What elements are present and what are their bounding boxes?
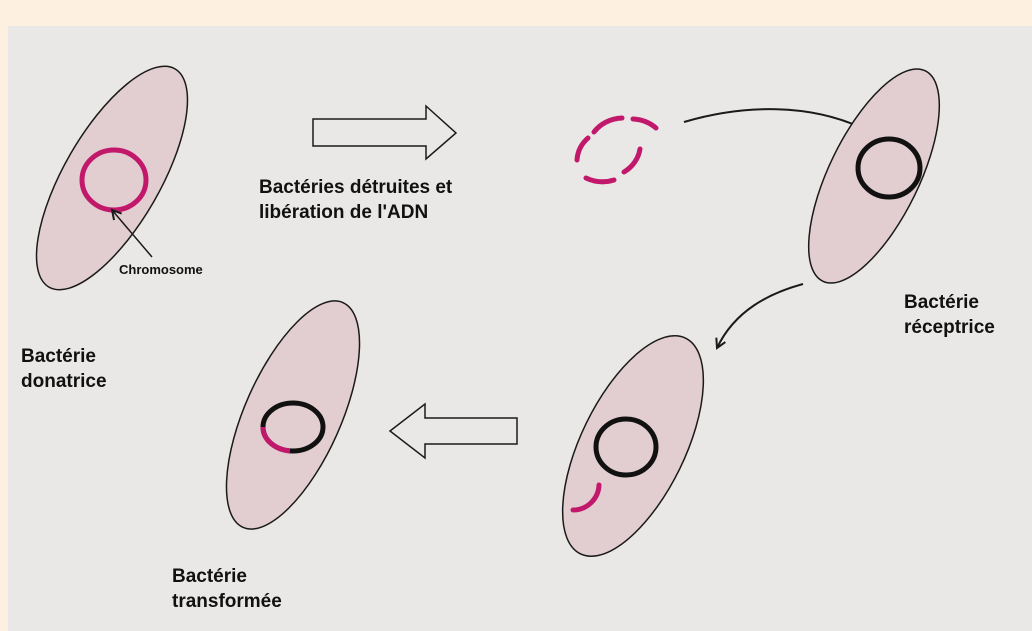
recipient-cell: [782, 51, 965, 301]
dna-fragment-4: [586, 178, 614, 182]
transformed-label-line2: transformée: [172, 589, 282, 614]
chromosome-label: Chromosome: [119, 262, 203, 278]
transformed-label-line1: Bactérie: [172, 564, 247, 589]
integration-cell: [534, 315, 733, 576]
recipient-label-line1: Bactérie: [904, 290, 979, 315]
donor-label-line2: donatrice: [21, 369, 107, 394]
result-block-arrow: [390, 404, 517, 458]
dna-fragment-3: [577, 138, 588, 160]
donor-label-line1: Bactérie: [21, 344, 96, 369]
integration-bacterium: [534, 315, 733, 576]
recipient-label-line2: réceptrice: [904, 315, 995, 340]
dna-fragment-1: [594, 118, 622, 132]
process-caption-line1: Bactéries détruites et: [259, 175, 452, 200]
process-caption-line2: libération de l'ADN: [259, 200, 428, 225]
recipient-bacterium: [782, 51, 965, 301]
dna-fragment-5: [624, 149, 640, 172]
transformed-cell: [199, 283, 387, 547]
transformed-bacterium: [199, 283, 387, 547]
process-block-arrow: [313, 106, 456, 159]
uptake-curved-arrow: [684, 109, 862, 128]
integration-curved-arrow: [717, 284, 803, 348]
dna-fragment-2: [633, 119, 656, 128]
free-dna-fragments: [577, 118, 656, 182]
